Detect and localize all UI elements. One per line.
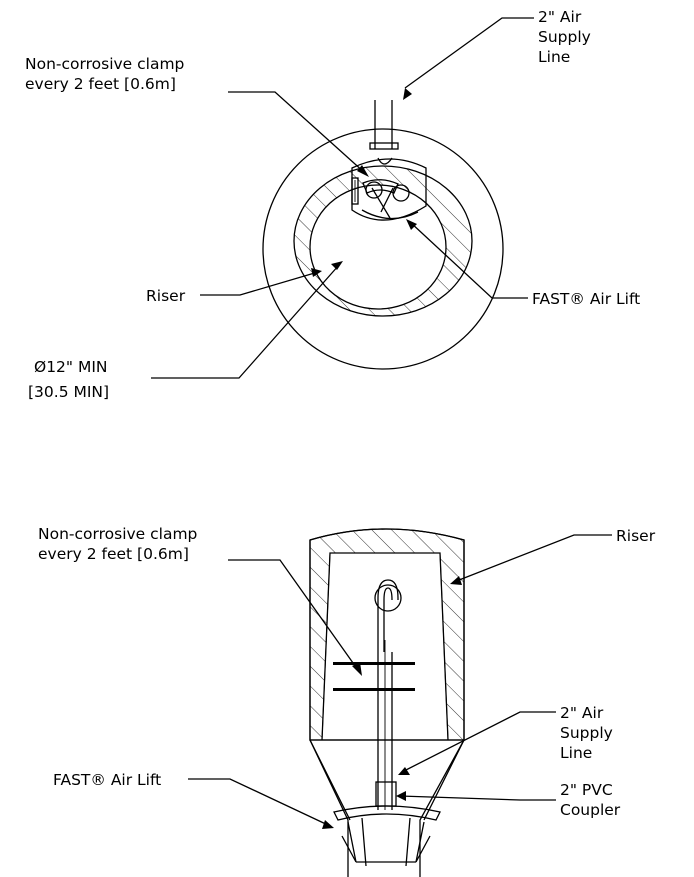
side-view: Non-corrosive clamp every 2 feet [0.6m] … [38,525,656,877]
outer-ring [262,128,504,370]
side-coupler-label: 2" PVC Coupler [560,781,621,819]
clamp-plate-upper [333,662,415,665]
side-riser-label: Riser [616,527,656,545]
clamp-plate-lower [333,688,415,691]
clamp-label: Non-corrosive clamp every 2 feet [0.6m] [25,55,189,93]
top-view: 2" Air Supply Line Non-corrosive clamp e… [25,8,640,401]
pvc-coupler [375,781,397,807]
riser-wall [293,165,473,317]
side-clamp-label: Non-corrosive clamp every 2 feet [0.6m] [38,525,202,563]
air-lift-top-body [351,157,427,221]
side-air-supply-label: 2" Air Supply Line [560,704,618,762]
air-lift-label: FAST® Air Lift [532,290,640,308]
supply-pipe-flange [369,142,399,150]
side-air-lift-label: FAST® Air Lift [53,771,161,789]
air-lift-side-body [333,805,441,867]
diameter-label: Ø12" MIN [30.5 MIN] [28,358,112,401]
riser-label: Riser [146,287,186,305]
air-supply-line-label: 2" Air Supply Line [538,8,596,66]
